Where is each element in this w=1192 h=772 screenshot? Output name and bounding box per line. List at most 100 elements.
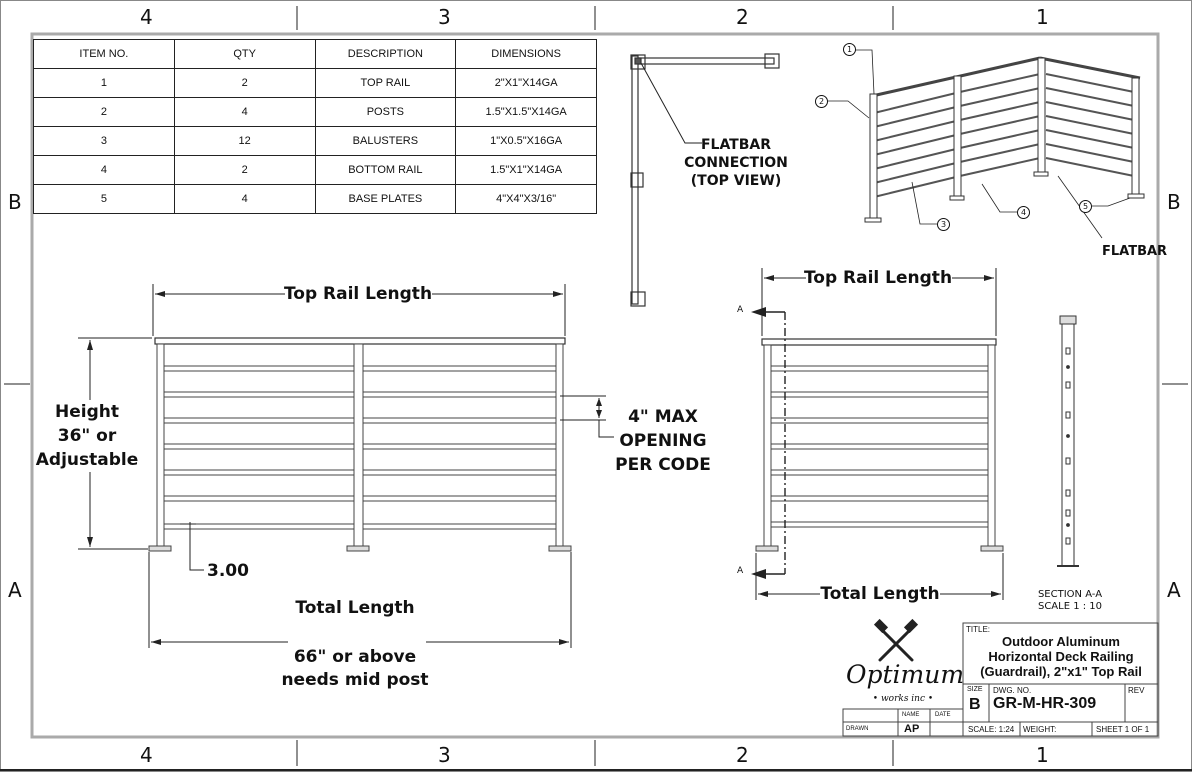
drawing-title-line1: Outdoor Aluminum — [1002, 634, 1120, 649]
flatbar-connection-line2: CONNECTION — [684, 155, 788, 171]
bom-header-dimensions: DIMENSIONS — [455, 39, 597, 69]
scale-value: SCALE: 1:24 — [968, 725, 1015, 734]
bom-cell: 1"X0.5"X16GA — [455, 126, 597, 156]
item-balloon-5: 5 — [1079, 200, 1092, 213]
bom-cell: 1 — [33, 68, 175, 98]
zone-label-top-3: 3 — [438, 5, 451, 29]
opening-line2: OPENING — [619, 431, 707, 451]
item-balloon-4: 4 — [1017, 206, 1030, 219]
bom-header-description: DESCRIPTION — [314, 39, 457, 69]
sheet-number: SHEET 1 OF 1 — [1096, 725, 1150, 734]
item-balloon-3: 3 — [937, 218, 950, 231]
drawn-by-value: AP — [904, 723, 920, 735]
section-a-a-caption: SECTION A-A SCALE 1 : 10 — [1020, 589, 1120, 613]
bom-cell: 2 — [173, 155, 316, 185]
mid-post-line2: needs mid post — [281, 670, 429, 690]
flatbar-connection-line3: (TOP VIEW) — [690, 173, 782, 189]
flatbar-connection-label: FLATBAR CONNECTION (TOP VIEW) — [678, 136, 794, 190]
bom-row: 5 4 BASE PLATES 4"X4"X3/16" — [33, 184, 597, 214]
drawing-number-label: DWG. NO. — [993, 686, 1032, 695]
bom-header-row: ITEM NO. QTY DESCRIPTION DIMENSIONS — [33, 39, 597, 69]
front-elevation-drawing — [78, 284, 614, 648]
flatbar-connection-line1: FLATBAR — [700, 137, 772, 153]
bom-cell: 1.5"X1.5"X14GA — [455, 97, 597, 127]
bom-cell: 2 — [33, 97, 175, 127]
zone-label-top-1: 1 — [1036, 5, 1049, 29]
mid-post-line1: 66" or above — [293, 647, 417, 667]
bom-cell: 3 — [33, 126, 175, 156]
flatbar-label: FLATBAR — [1102, 244, 1168, 259]
name-column-header: NAME — [902, 712, 920, 718]
company-logo-name: Optimum — [845, 660, 965, 689]
drawing-title-line2: Horizontal Deck Railing — [988, 649, 1134, 664]
section-title: SECTION A-A — [1037, 589, 1103, 600]
bom-cell: BALUSTERS — [314, 126, 457, 156]
size-value: B — [969, 696, 981, 713]
side-top-rail-length-label: Top Rail Length — [803, 268, 953, 288]
bom-cell: TOP RAIL — [314, 68, 457, 98]
zone-label-top-4: 4 — [140, 5, 153, 29]
opening-line1: 4" MAX — [628, 407, 698, 427]
bom-cell: 4 — [173, 184, 316, 214]
revision-label: REV — [1128, 686, 1145, 695]
height-line3: Adjustable — [35, 450, 139, 470]
zone-label-right-a: A — [1167, 578, 1181, 602]
zone-label-right-b: B — [1167, 190, 1181, 214]
date-column-header: DATE — [935, 712, 951, 718]
bom-row: 4 2 BOTTOM RAIL 1.5"X1"X14GA — [33, 155, 597, 185]
bom-cell: 4 — [173, 97, 316, 127]
item-balloon-1: 1 — [843, 43, 856, 56]
side-elevation-drawing — [751, 268, 1004, 600]
zone-label-top-2: 2 — [736, 5, 749, 29]
section-marker-top: A — [737, 305, 744, 315]
bom-cell: 4"X4"X3/16" — [455, 184, 597, 214]
opening-per-code-label: 4" MAX OPENING PER CODE — [608, 405, 718, 477]
drawing-title: Outdoor Aluminum Horizontal Deck Railing… — [964, 634, 1158, 679]
side-total-length-label: Total Length — [820, 584, 940, 604]
zone-label-bottom-2: 2 — [736, 743, 749, 767]
height-line1: Height — [55, 402, 119, 422]
drawing-title-line3: (Guardrail), 2"x1" Top Rail — [980, 664, 1142, 679]
title-label: TITLE: — [966, 625, 991, 634]
zone-label-left-b: B — [8, 190, 22, 214]
bom-cell: POSTS — [314, 97, 457, 127]
logo-hammers-icon — [873, 618, 919, 662]
weight-label: WEIGHT: — [1023, 725, 1057, 734]
bottom-gap-dimension: 3.00 — [207, 561, 249, 581]
front-total-length-label: Total Length — [295, 598, 415, 618]
bom-cell: 1.5"X1"X14GA — [455, 155, 597, 185]
bom-header-qty: QTY — [173, 39, 316, 69]
height-label: Height 36" or Adjustable — [30, 400, 144, 472]
zone-label-bottom-4: 4 — [140, 743, 153, 767]
bom-cell: BOTTOM RAIL — [314, 155, 457, 185]
zone-label-bottom-3: 3 — [438, 743, 451, 767]
bom-cell: 2"X1"X14GA — [455, 68, 597, 98]
bom-cell: BASE PLATES — [314, 184, 457, 214]
title-block-frame — [842, 622, 1159, 737]
top-view-drawing — [630, 53, 780, 307]
bom-header-item-no: ITEM NO. — [33, 39, 175, 69]
bom-cell: 4 — [33, 155, 175, 185]
drawing-number-value: GR-M-HR-309 — [993, 695, 1097, 712]
bom-cell: 12 — [173, 126, 316, 156]
drawn-label: DRAWN — [846, 726, 869, 732]
section-a-a-drawing — [1057, 315, 1079, 567]
height-line2: 36" or — [57, 426, 117, 446]
opening-line3: PER CODE — [615, 455, 711, 475]
bom-cell: 2 — [173, 68, 316, 98]
bom-row: 3 12 BALUSTERS 1"X0.5"X16GA — [33, 126, 597, 156]
section-marker-bottom: A — [737, 566, 744, 576]
mid-post-note: 66" or above needs mid post — [260, 646, 450, 692]
size-label: SIZE — [967, 686, 983, 693]
section-scale: SCALE 1 : 10 — [1037, 601, 1103, 612]
isometric-view-drawing — [827, 49, 1145, 239]
zone-label-left-a: A — [8, 578, 22, 602]
bom-cell: 5 — [33, 184, 175, 214]
item-balloon-2: 2 — [815, 95, 828, 108]
bom-row: 2 4 POSTS 1.5"X1.5"X14GA — [33, 97, 597, 127]
bom-row: 1 2 TOP RAIL 2"X1"X14GA — [33, 68, 597, 98]
zone-label-bottom-1: 1 — [1036, 743, 1049, 767]
company-logo-subtitle: • works inc • — [872, 694, 934, 704]
front-top-rail-length-label: Top Rail Length — [283, 284, 433, 304]
